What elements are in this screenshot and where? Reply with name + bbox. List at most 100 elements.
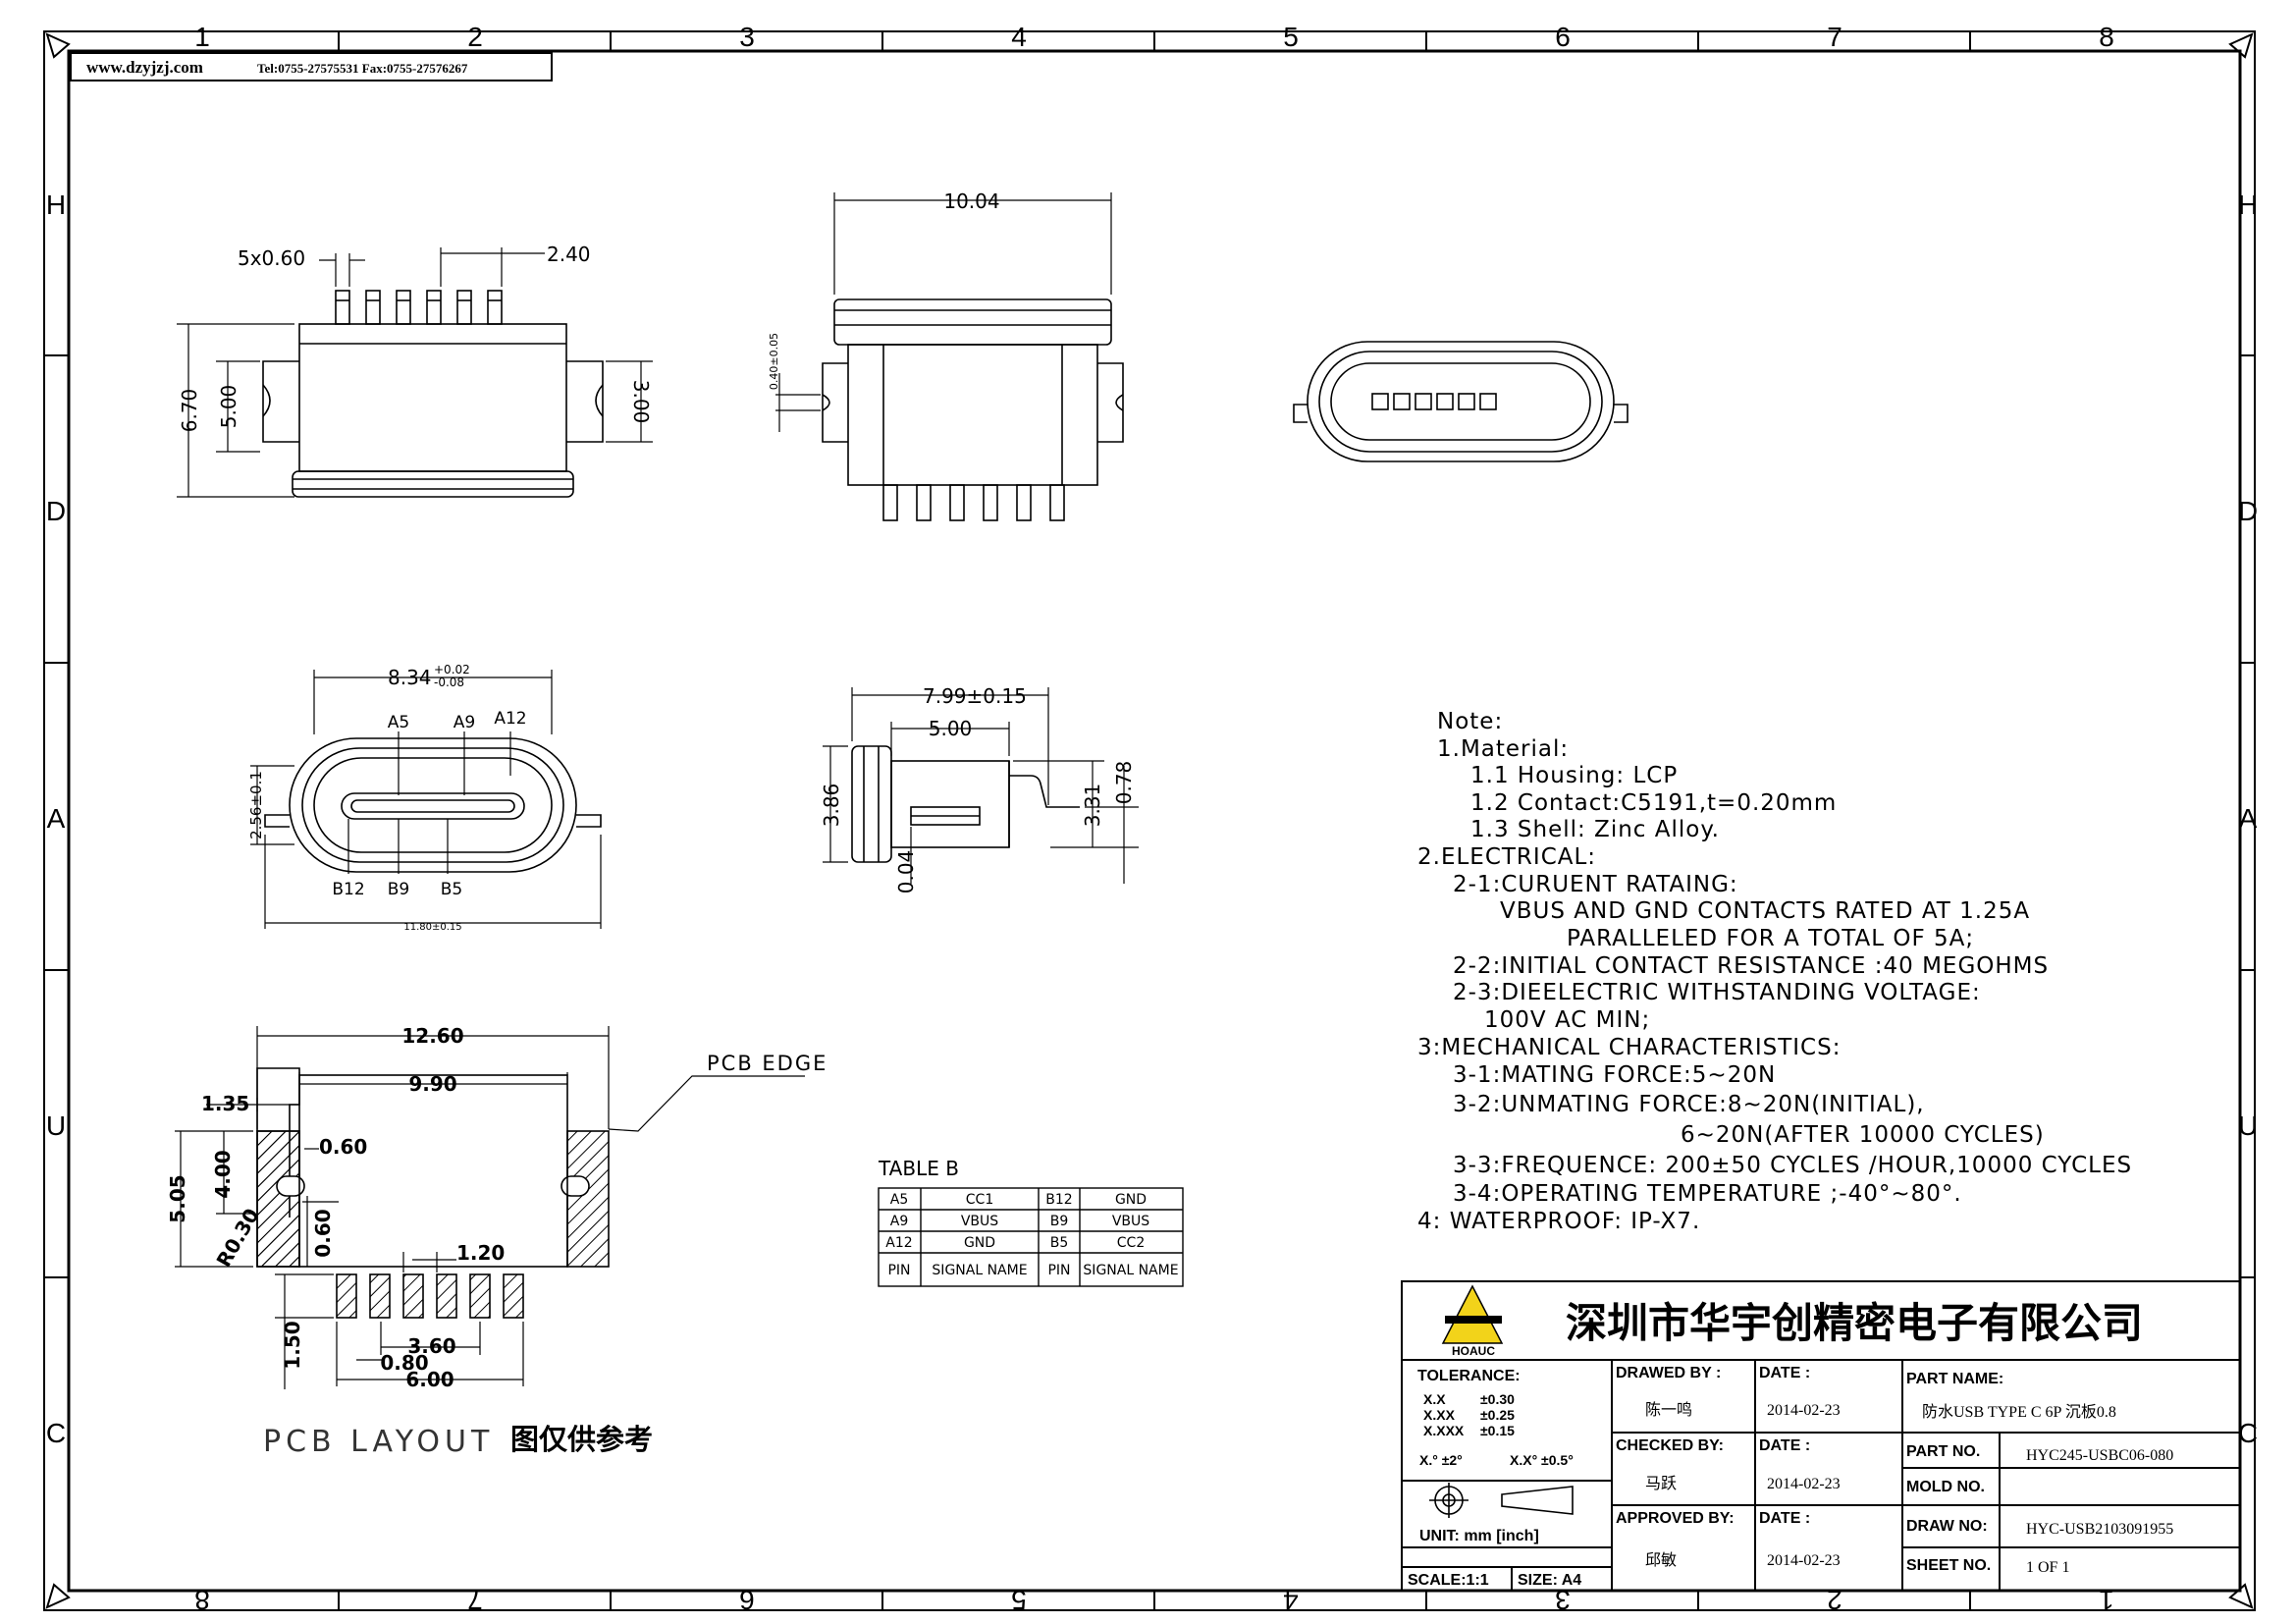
pcb-dim-d1: 1.35 [201, 1092, 249, 1115]
table-b-cell-2-0: A12 [885, 1235, 912, 1251]
checked-by-value: 马跃 [1645, 1475, 1677, 1492]
dim-side-h3: 3.00 [629, 380, 653, 424]
date3-label: DATE : [1759, 1510, 1810, 1527]
dim-profile-width: 7.99±0.15 [923, 684, 1027, 708]
zone-top-8: 8 [2099, 22, 2114, 52]
draw-no-label: DRAW NO: [1906, 1518, 1988, 1535]
note-line-14: 3-2:UNMATING FORCE:8~20N(INITIAL), [1453, 1092, 1925, 1117]
header-box [70, 52, 553, 81]
pcb-edge-label: PCB EDGE [707, 1052, 828, 1075]
bottom-view-dims [250, 670, 602, 929]
pcb-dim-h2: 4.00 [211, 1150, 235, 1198]
pin-label-a9: A9 [454, 713, 475, 732]
part-name-label: PART NAME: [1906, 1371, 2003, 1387]
front-view [822, 298, 1124, 521]
zone-top-7: 7 [1827, 22, 1842, 52]
mold-no-label: MOLD NO. [1906, 1479, 1985, 1495]
table-b-cell-1-3: VBUS [1112, 1214, 1149, 1229]
zone-bottom-1: 1 [2099, 1585, 2114, 1615]
zone-top-5: 5 [1283, 22, 1299, 52]
table-b-cell-3-0: PIN [887, 1263, 910, 1278]
zone-top-2: 2 [467, 22, 483, 52]
company-logo: HOAUC [1441, 1284, 1504, 1358]
table-b-cell-3-1: SIGNAL NAME [932, 1263, 1027, 1278]
note-line-6: 2-1:CURUENT RATAING: [1453, 872, 1738, 897]
table-b-cell-3-2: PIN [1047, 1263, 1070, 1278]
dim-front-tol: 0.40±0.05 [768, 333, 780, 390]
pcb-layout-title: PCB LAYOUT [263, 1425, 494, 1459]
table-b-cell-2-2: B5 [1050, 1235, 1069, 1251]
note-line-2: 1.1 Housing: LCP [1470, 763, 1678, 788]
dim-side-h1: 6.70 [178, 389, 201, 433]
pcb-dim-h3: 0.60 [311, 1209, 335, 1257]
zone-bottom-3: 3 [1555, 1585, 1571, 1615]
outer-border [43, 30, 2256, 1611]
note-line-1: 1.Material: [1437, 736, 1569, 762]
zone-right-D: D [2238, 496, 2258, 526]
tol-x1-label: X.X [1423, 1391, 1446, 1407]
tolerance-label: TOLERANCE: [1417, 1368, 1521, 1384]
title-block-grid [1401, 1280, 2241, 1592]
side-view-dims [177, 247, 653, 498]
dim-profile-height3: 0.78 [1112, 761, 1136, 805]
zone-top-1: 1 [194, 22, 210, 52]
dim-profile-width2: 5.00 [929, 717, 973, 740]
date2-label: DATE : [1759, 1437, 1810, 1454]
zone-right-H: H [2238, 189, 2258, 220]
dim-side-span: 2.40 [547, 243, 591, 266]
notes-block: Note: 1.Material: 1.1 Housing: LCP 1.2 C… [1417, 709, 2132, 1234]
part-no-value: HYC245-USBC06-080 [2026, 1447, 2173, 1464]
checked-by-label: CHECKED BY: [1616, 1437, 1724, 1454]
pcb-dim-w2: 9.90 [408, 1072, 456, 1096]
table-b-cell-1-1: VBUS [961, 1214, 998, 1229]
zone-left-C: C [46, 1418, 66, 1448]
tol-x3-value: ±0.15 [1480, 1423, 1515, 1438]
approved-by-label: APPROVED BY: [1616, 1510, 1735, 1527]
zone-left-U: U [46, 1110, 66, 1141]
zone-top-4: 4 [1011, 22, 1027, 52]
zone-left-H: H [46, 189, 66, 220]
scale-text: SCALE:1:1 [1408, 1572, 1489, 1589]
part-name-value: 防水USB TYPE C 6P 沉板0.8 [1922, 1403, 2116, 1421]
pcb-dim-s2: 0.80 [380, 1351, 428, 1375]
zone-top-6: 6 [1555, 22, 1571, 52]
pin-label-b5: B5 [441, 880, 462, 899]
contact-text: Tel:0755-27575531 Fax:0755-27576267 [257, 61, 468, 76]
pcb-dim-pitch: 1.20 [456, 1241, 505, 1265]
note-line-8: PARALLELED FOR A TOTAL OF 5A; [1567, 926, 1974, 951]
pin-label-b9: B9 [388, 880, 409, 899]
unit-text: UNIT: mm [inch] [1419, 1528, 1539, 1544]
pcb-dim-h1: 5.05 [166, 1174, 189, 1222]
pin-label-a5: A5 [388, 713, 409, 732]
note-line-4: 1.3 Shell: Zinc Alloy. [1470, 817, 1720, 842]
tol-x2-label: X.XX [1423, 1407, 1456, 1423]
zone-ticks [44, 31, 2255, 1610]
zone-bottom-5: 5 [1011, 1585, 1027, 1615]
pcb-dim-radius: R0.30 [212, 1204, 264, 1271]
note-line-7: VBUS AND GND CONTACTS RATED AT 1.25A [1500, 898, 2030, 924]
dim-side-h2: 5.00 [217, 385, 240, 429]
company-name: 深圳市华宇创精密电子有限公司 [1566, 1299, 2143, 1347]
pcb-dim-s3: 6.00 [405, 1368, 454, 1391]
table-b-cell-0-2: B12 [1045, 1192, 1072, 1208]
tol-x1-value: ±0.30 [1480, 1391, 1515, 1407]
table-b-cell-1-0: A9 [890, 1214, 908, 1229]
projection-symbol-icon [1429, 1483, 1574, 1518]
table-b-cell-1-2: B9 [1050, 1214, 1069, 1229]
dim-profile-height2: 3.31 [1081, 784, 1104, 828]
zone-top-3: 3 [739, 22, 755, 52]
note-line-16: 3-3:FREQUENCE: 200±50 CYCLES /HOUR,10000… [1453, 1153, 2132, 1178]
zone-right-C: C [2238, 1418, 2258, 1448]
date1-value: 2014-02-23 [1767, 1402, 1841, 1419]
website-text: www.dzyjzj.com [86, 58, 203, 77]
note-line-13: 3-1:MATING FORCE:5~20N [1453, 1062, 1776, 1088]
note-line-12: 3:MECHANICAL CHARACTERISTICS: [1417, 1035, 1841, 1060]
logo-text: HOAUC [1452, 1344, 1495, 1358]
pcb-dim-w1: 12.60 [401, 1024, 463, 1048]
dim-side-pitch: 5x0.60 [238, 246, 305, 270]
pcb-dim-s1: 3.60 [407, 1334, 455, 1358]
date2-value: 2014-02-23 [1767, 1476, 1841, 1492]
zone-bottom-6: 6 [739, 1585, 755, 1615]
zone-left-D: D [46, 496, 66, 526]
